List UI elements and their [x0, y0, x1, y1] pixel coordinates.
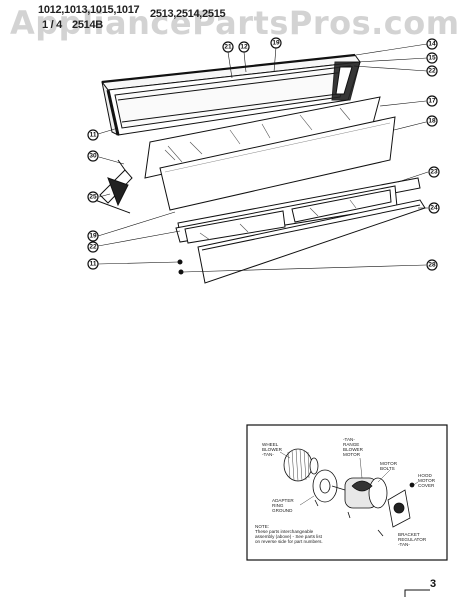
callout-18: 18	[426, 115, 438, 127]
model-list-left-2: 1 / 4	[42, 19, 62, 31]
svg-text:12: 12	[240, 44, 248, 51]
model-list-right-2: 2514B	[72, 19, 103, 31]
callout-14: 14	[426, 38, 438, 50]
model-list-right: 2513,2514,2515	[150, 8, 226, 20]
svg-text:REGULATOR: REGULATOR	[398, 537, 427, 542]
svg-text:15: 15	[428, 55, 436, 62]
svg-text:These parts interchangeable: These parts interchangeable	[255, 529, 314, 534]
svg-text:BLOWER: BLOWER	[262, 447, 283, 452]
svg-text:11: 11	[90, 132, 97, 139]
callout-28: 28	[426, 259, 438, 271]
page-number: 3	[430, 578, 437, 590]
blower-inset: WHEEL BLOWER -TAN- -TAN- RANGE BLOWER MO…	[246, 424, 448, 561]
page-corner-mark	[404, 589, 430, 597]
svg-text:HOOD: HOOD	[418, 473, 432, 478]
window-rail-assembly	[175, 177, 421, 244]
svg-text:23: 23	[430, 169, 438, 176]
model-list-left: 1012,1013,1015,1017	[38, 4, 140, 16]
callout-23: 23	[428, 166, 440, 178]
svg-text:BRACKET: BRACKET	[398, 532, 420, 537]
callout-19-bottom: 19	[87, 230, 99, 242]
svg-text:BOLTS: BOLTS	[380, 466, 395, 471]
svg-text:MOTOR: MOTOR	[343, 452, 361, 457]
svg-text:14: 14	[428, 41, 436, 48]
adapter-ring	[312, 469, 338, 503]
callout-11-left: 11	[87, 129, 99, 141]
svg-text:MOTOR: MOTOR	[418, 478, 436, 483]
svg-text:-TAN-: -TAN-	[398, 542, 410, 547]
svg-text:MOTOR: MOTOR	[380, 461, 398, 466]
svg-text:19: 19	[272, 40, 280, 47]
hinge-mechanism	[94, 159, 133, 214]
callout-30: 30	[87, 150, 99, 162]
callout-19-top: 19	[270, 37, 282, 49]
svg-text:18: 18	[428, 118, 436, 125]
svg-text:11: 11	[90, 261, 97, 268]
callout-21: 21	[222, 41, 234, 53]
svg-text:on reverse side for part numbe: on reverse side for part numbers.	[255, 539, 323, 544]
svg-text:BLOWER: BLOWER	[343, 447, 364, 452]
svg-text:30: 30	[89, 153, 97, 160]
callout-11-bottom: 11	[87, 258, 99, 270]
callout-24: 24	[428, 202, 440, 214]
svg-text:RING: RING	[272, 503, 284, 508]
screw	[178, 269, 184, 275]
callout-22-bottom: 22	[87, 241, 99, 253]
svg-text:-TAN-: -TAN-	[262, 452, 274, 457]
callout-15: 15	[426, 52, 438, 64]
svg-text:NOTE:: NOTE:	[255, 524, 269, 529]
svg-text:RANGE: RANGE	[343, 442, 359, 447]
svg-text:19: 19	[89, 233, 97, 240]
screw	[177, 259, 183, 265]
svg-text:ADAPTER: ADAPTER	[272, 498, 294, 503]
callout-17: 17	[426, 95, 438, 107]
callout-25: 25	[87, 191, 99, 203]
svg-text:21: 21	[224, 44, 232, 51]
callout-12: 12	[238, 41, 250, 53]
callout-22: 22	[426, 65, 438, 77]
svg-text:22: 22	[428, 68, 436, 75]
svg-text:COVER: COVER	[418, 483, 435, 488]
svg-text:assembly (above) - See parts l: assembly (above) - See parts list	[255, 534, 323, 539]
svg-text:17: 17	[428, 98, 436, 105]
svg-text:WHEEL: WHEEL	[262, 442, 279, 447]
svg-text:GROUND: GROUND	[272, 508, 293, 513]
svg-text:28: 28	[428, 262, 436, 269]
svg-text:22: 22	[89, 244, 97, 251]
back-panel	[159, 116, 396, 211]
svg-text:25: 25	[89, 194, 97, 201]
svg-text:24: 24	[430, 205, 438, 212]
svg-text:-TAN-: -TAN-	[343, 437, 355, 442]
